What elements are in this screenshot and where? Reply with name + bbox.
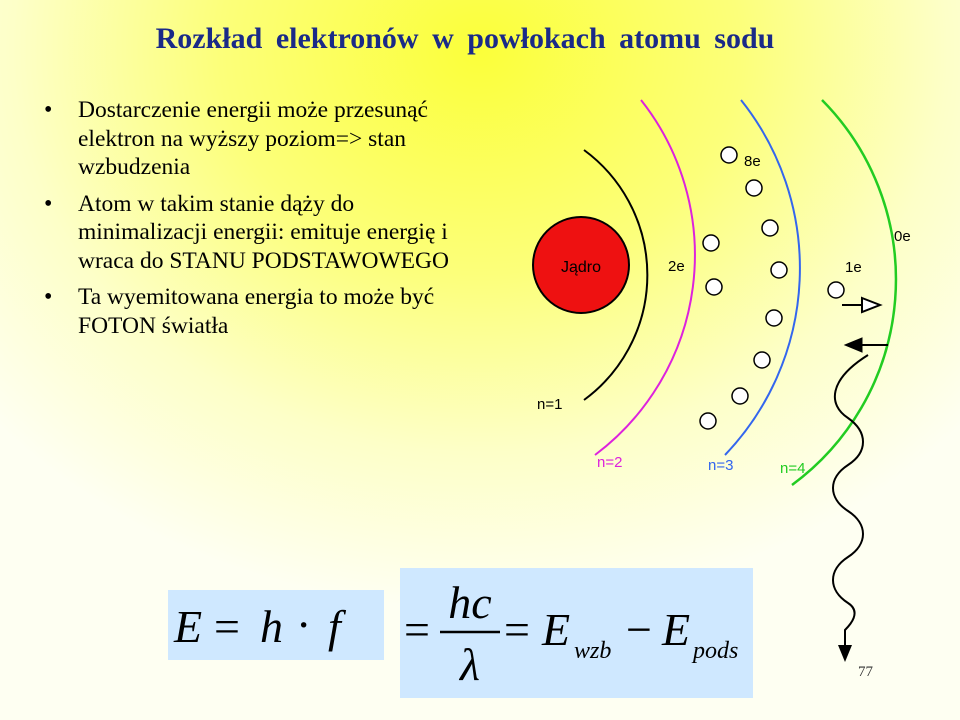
photon-wave [832, 354, 869, 650]
electron-count-shell3: 1e [845, 259, 862, 276]
shell-label-n2: n=2 [597, 454, 622, 471]
eq2-E-wzb: E [541, 604, 570, 655]
bullet-item: Dostarczenie energii może przesunąć elek… [40, 96, 470, 182]
shell-n2 [594, 99, 696, 456]
shell-n1 [583, 149, 649, 401]
eq2-minus: − [626, 604, 652, 655]
shell-label-n3: n=3 [708, 457, 733, 474]
electron [770, 261, 788, 279]
equation-energy-frequency: E = h · f [168, 590, 384, 660]
bullet-list: Dostarczenie energii może przesunąć elek… [40, 96, 470, 348]
shell-n3 [724, 99, 801, 456]
photon-arrowhead [838, 645, 852, 662]
equation-energy-wavelength: = hc λ = E wzb − E pods [400, 568, 753, 698]
eq2-denominator: λ [458, 639, 480, 690]
eq2-sub-wzb: wzb [574, 638, 611, 664]
electron [761, 219, 779, 237]
eq2-sub-pods: pods [691, 638, 738, 664]
eq1-equals: = [214, 601, 240, 652]
electron [699, 412, 717, 430]
electron-count-shell4: 0e [894, 228, 911, 245]
electron [745, 179, 763, 197]
electron [702, 234, 720, 252]
eq2-equals-2: = [504, 604, 530, 655]
electron [827, 281, 845, 299]
eq1-f: f [328, 601, 347, 652]
emission-arrowhead [843, 337, 863, 353]
slide-title: Rozkład elektronów w powłokach atomu sod… [155, 22, 775, 55]
excitation-arrowhead [861, 296, 883, 314]
electron-count-shell2: 8e [744, 153, 761, 170]
eq1-E: E [173, 601, 202, 652]
electron [753, 351, 771, 369]
eq2-numerator: hc [448, 577, 491, 628]
eq1-dot: · [296, 599, 311, 650]
eq2-E-pods: E [661, 604, 690, 655]
shell-label-n4: n=4 [780, 460, 805, 477]
eq1-h: h [260, 601, 283, 652]
electron [720, 146, 738, 164]
electron [705, 278, 723, 296]
shell-label-n1: n=1 [537, 396, 562, 413]
eq2-equals-1: = [404, 604, 430, 655]
shell-n4 [791, 99, 898, 487]
electron-count-shell1: 2e [668, 258, 685, 275]
nucleus-label: Jądro [561, 259, 601, 276]
bullet-item: Ta wyemitowana energia to może być FOTON… [40, 283, 470, 340]
bullet-item: Atom w takim stanie dąży do minimalizacj… [40, 190, 470, 276]
electron [731, 387, 749, 405]
page-number: 77 [858, 664, 873, 680]
nucleus [532, 216, 630, 314]
electron [765, 309, 783, 327]
